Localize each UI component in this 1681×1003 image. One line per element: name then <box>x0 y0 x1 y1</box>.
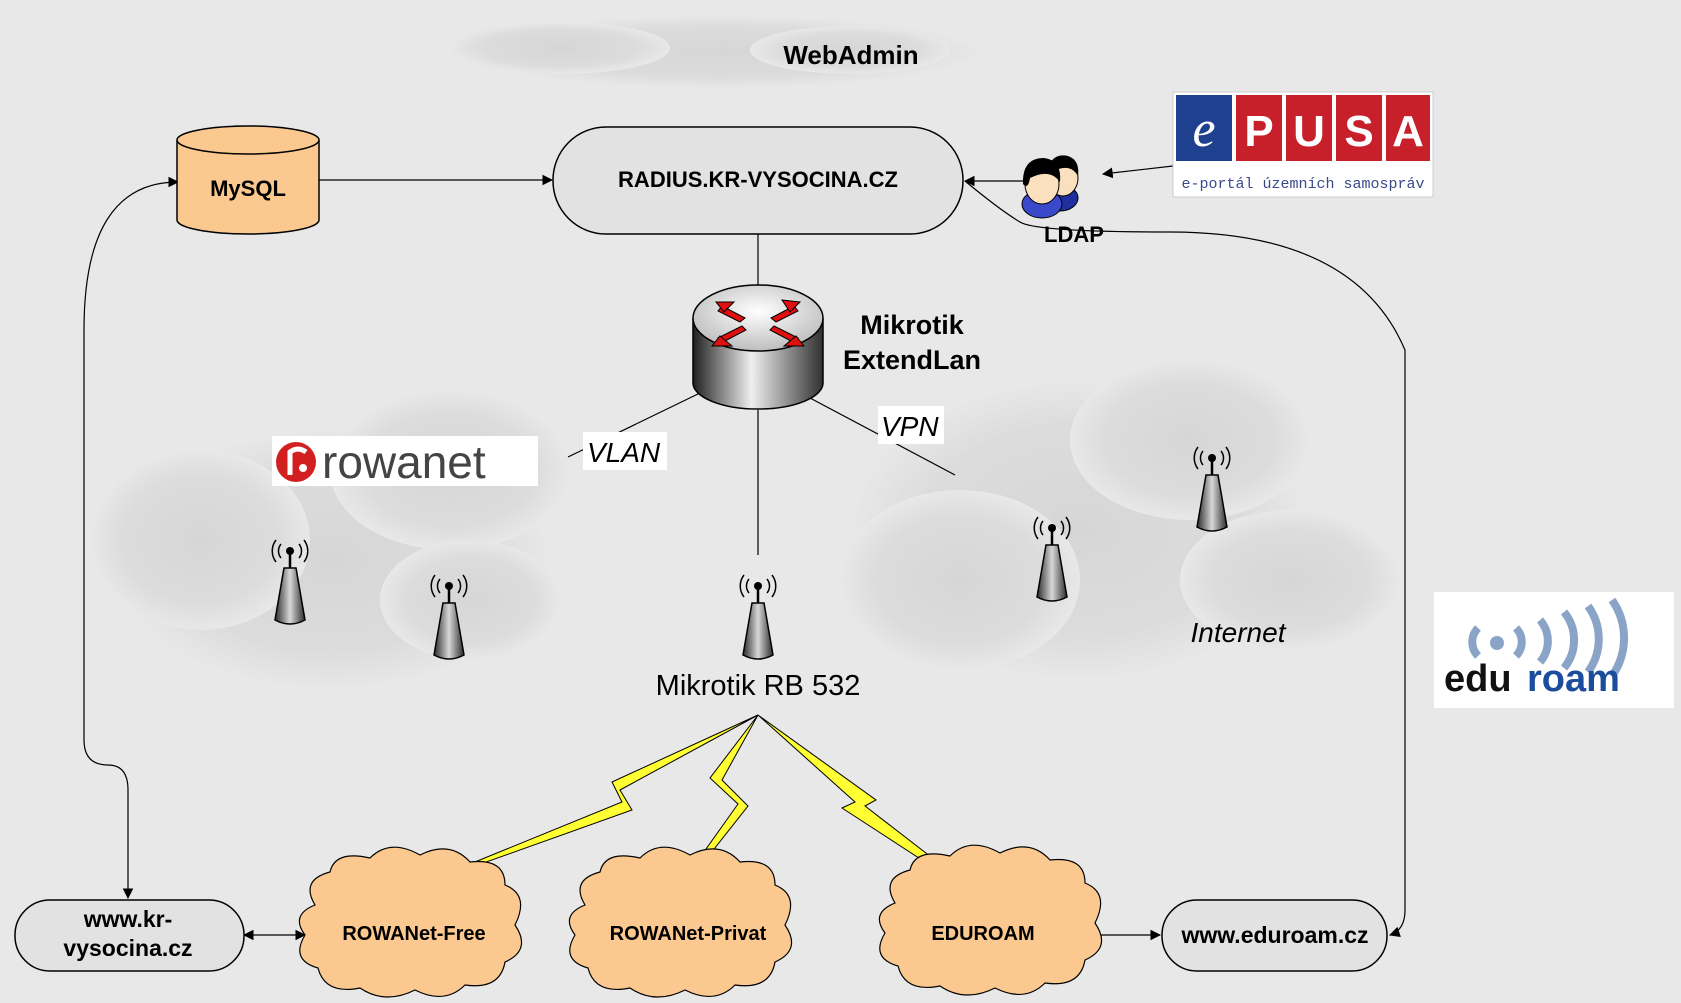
kr-vysocina-mysql-link <box>83 176 180 900</box>
ldap-label: LDAP <box>1044 222 1104 247</box>
cloud-eduroam-label: EDUROAM <box>931 923 1034 945</box>
kr-vysocina-website[interactable]: www.kr- vysocina.cz <box>14 899 245 972</box>
mikrotik-router-label-line1: Mikrotik <box>860 310 965 340</box>
radius-server[interactable]: RADIUS.KR-VYSOCINA.CZ <box>552 126 964 235</box>
webadmin-title: WebAdmin <box>783 40 918 70</box>
eduroam-logo: edu roam <box>1434 592 1674 708</box>
ldap-users-icon <box>1021 155 1079 219</box>
access-point-label: Mikrotik RB 532 <box>656 670 861 702</box>
rowanet-logo-text: rowanet <box>322 436 486 488</box>
mikrotik-router-icon[interactable] <box>692 284 824 410</box>
eduroam-website-label: www.eduroam.cz <box>1180 922 1368 948</box>
eduroam-logo-roam: roam <box>1527 658 1620 700</box>
cloud-rowanet-privat[interactable]: ROWANet-Privat <box>568 846 793 998</box>
mysql-database[interactable]: MySQL <box>176 125 320 235</box>
epusa-logo: e P U S A e-portál územních samospráv <box>1172 91 1434 198</box>
mikrotik-router-label-line2: ExtendLan <box>843 345 981 375</box>
epusa-letter-u: U <box>1293 107 1325 156</box>
cloud-rowanet-free-label: ROWANet-Free <box>342 923 485 945</box>
cloud-rowanet-free[interactable]: ROWANet-Free <box>298 846 523 998</box>
cloud-eduroam[interactable]: EDUROAM <box>878 844 1103 996</box>
vlan-label: VLAN <box>587 437 661 468</box>
eduroam-logo-edu: edu <box>1444 658 1512 700</box>
mysql-label: MySQL <box>210 176 286 201</box>
internet-label: Internet <box>1191 617 1287 648</box>
epusa-letter-s: S <box>1344 107 1373 156</box>
cloud-rowanet-privat-label: ROWANet-Privat <box>610 923 767 945</box>
epusa-to-ldap-link <box>1101 165 1174 179</box>
eduroam-website[interactable]: www.eduroam.cz <box>1161 899 1388 972</box>
kr-vysocina-label-line2: vysocina.cz <box>63 935 192 961</box>
epusa-letter-p: P <box>1244 107 1273 156</box>
epusa-e-letter: e <box>1192 101 1215 158</box>
epusa-letter-a: A <box>1392 107 1424 156</box>
epusa-subtitle: e-portál územních samospráv <box>1181 176 1424 193</box>
radius-label: RADIUS.KR-VYSOCINA.CZ <box>618 167 898 192</box>
rowanet-logo: rowanet <box>272 436 538 488</box>
kr-vysocina-label-line1: www.kr- <box>83 906 173 932</box>
antenna-icon <box>738 573 778 661</box>
radius-eduroam-web-link <box>964 180 1406 938</box>
vpn-label: VPN <box>881 411 939 442</box>
